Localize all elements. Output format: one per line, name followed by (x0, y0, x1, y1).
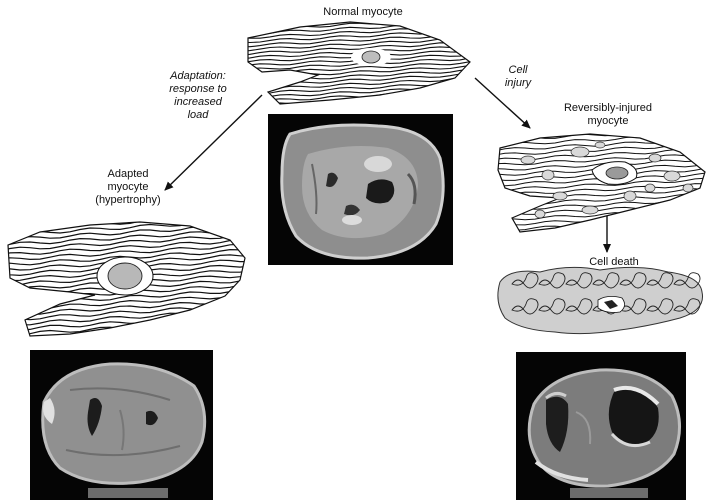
label-adaptation: Adaptation: response to increased load (152, 70, 244, 122)
reversibly-injured-myocyte-drawing (495, 109, 705, 241)
photo-normal-heart (268, 114, 453, 265)
dead-cell-drawing (498, 267, 703, 333)
label-adapted-myocyte: Adapted myocyte (hypertrophy) (82, 168, 174, 207)
label-normal-myocyte: Normal myocyte (308, 6, 418, 19)
photo-scale-bar (570, 488, 648, 498)
label-cell-death: Cell death (574, 256, 654, 269)
adapted-myocyte-drawing (0, 189, 250, 346)
photo-scale-bar (88, 488, 168, 498)
photo-hypertrophied-heart (30, 350, 213, 500)
label-cell-injury: Cell injury (496, 64, 540, 90)
photo-infarcted-heart (516, 352, 686, 500)
striation-line (0, 205, 250, 220)
striation-line (240, 99, 470, 111)
label-reversibly-injured: Reversibly-injured myocyte (548, 102, 668, 128)
